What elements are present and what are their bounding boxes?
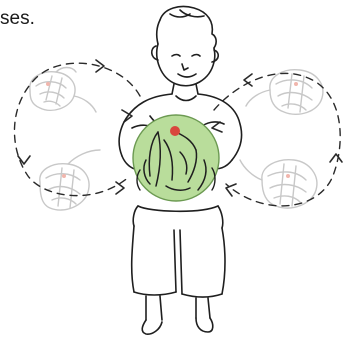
ghost-hand-upper-right [246, 70, 323, 115]
mixing-bowl [133, 115, 219, 201]
ghost-hand-upper-left [30, 68, 96, 113]
ghost-hand-lower-left [40, 150, 100, 210]
marker-dot [170, 126, 180, 136]
ghost-hand-lower-right [240, 160, 317, 208]
